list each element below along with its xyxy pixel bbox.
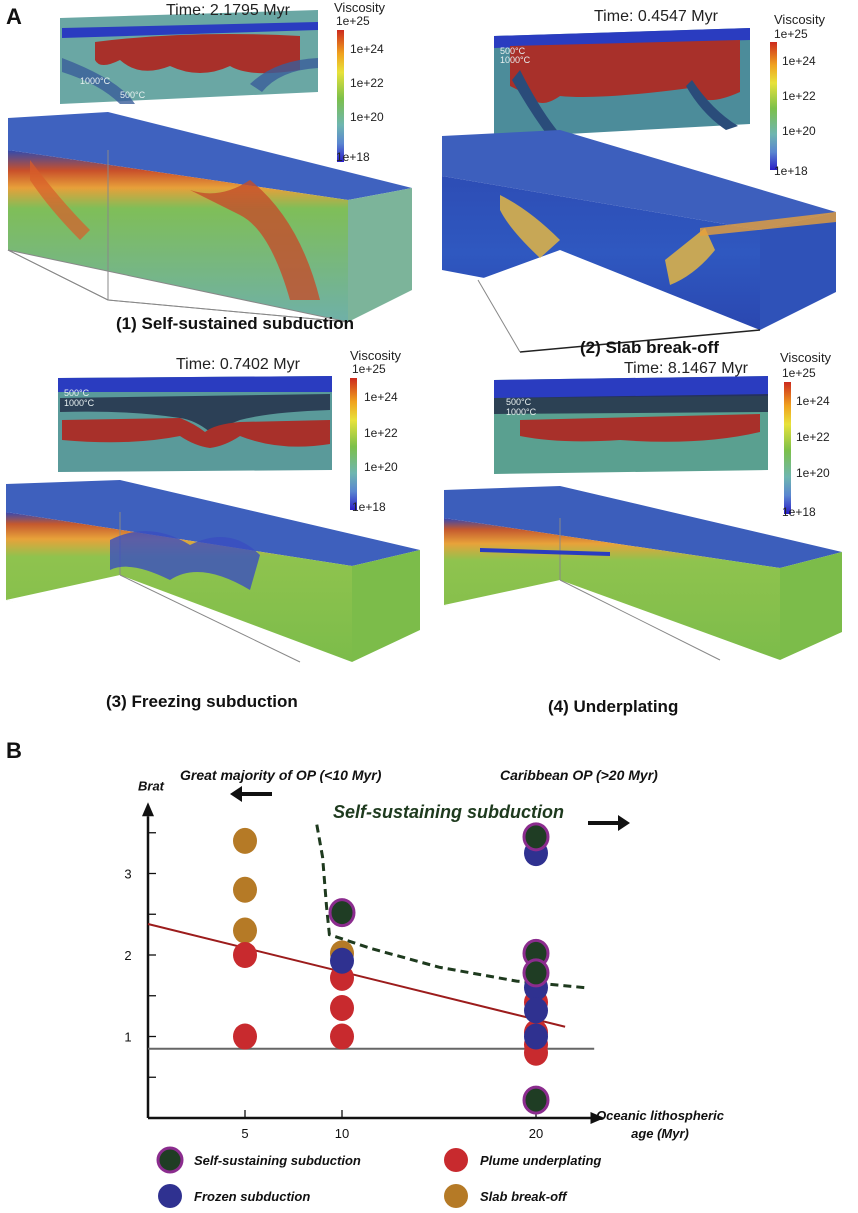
data-point: [522, 822, 550, 852]
viscosity-scale-2: [770, 42, 777, 170]
model-2-caption: (2) Slab break-off: [580, 338, 719, 357]
model-2-section-view: [494, 28, 750, 138]
regime-boundary-line: [315, 824, 585, 990]
data-point: [233, 876, 257, 903]
scale-1-tick-24: 1e+24: [350, 42, 384, 56]
model-2-time: Time: 0.4547 Myr: [594, 8, 718, 25]
scale-4-tick-25: 1e+25: [782, 366, 816, 380]
model-3-caption: (3) Freezing subduction: [106, 692, 298, 711]
data-point: [330, 947, 354, 974]
model-3-isotherm-500: 500°C: [64, 388, 90, 398]
data-point: [233, 827, 257, 854]
data-point: [330, 994, 354, 1021]
right-arrow-icon: [588, 815, 630, 831]
model-1-time: Time: 2.1795 Myr: [166, 2, 290, 19]
scale-3-tick-18: 1e+18: [352, 500, 386, 514]
trend-line: [147, 923, 566, 1028]
x-tick-label: 5: [241, 1126, 248, 1141]
caribbean-note: Caribbean OP (>20 Myr): [500, 767, 658, 783]
model-1-caption: (1) Self-sustained subduction: [116, 314, 355, 333]
scale-2-tick-20: 1e+20: [782, 124, 816, 138]
viscosity-scale-4: [784, 382, 791, 514]
model-2-block-view: [442, 130, 836, 353]
model-1-isotherm-500: 500°C: [120, 90, 146, 100]
legend-label: Frozen subduction: [194, 1189, 310, 1204]
data-point: [330, 1023, 354, 1050]
model-4-isotherm-1000: 1000°C: [506, 407, 537, 417]
left-arrow-icon: [230, 786, 272, 802]
x-tick-label: 10: [335, 1126, 349, 1141]
y-axis-label: Brat: [138, 778, 165, 793]
great-majority-note: Great majority of OP (<10 Myr): [180, 767, 382, 783]
scale-3-tick-22: 1e+22: [364, 426, 398, 440]
model-1-block-view: [7, 112, 412, 323]
scale-4-tick-24: 1e+24: [796, 394, 830, 408]
legend-label: Slab break-off: [480, 1189, 568, 1204]
model-4-time: Time: 8.1467 Myr: [624, 360, 748, 377]
scale-1-tick-25: 1e+25: [336, 14, 370, 28]
data-point: [522, 958, 550, 988]
self-sustaining-region-label: Self-sustaining subduction: [333, 802, 565, 822]
scale-3-tick-20: 1e+20: [364, 460, 398, 474]
scale-2-title: Viscosity: [774, 12, 826, 27]
data-point: [328, 898, 356, 928]
x-axis-label: Oceanic lithospheric: [596, 1108, 725, 1123]
data-point: [524, 997, 548, 1024]
scale-2-tick-25: 1e+25: [774, 27, 808, 41]
scale-3-title: Viscosity: [350, 348, 402, 363]
data-point: [522, 1085, 550, 1115]
legend-swatch: [444, 1184, 468, 1208]
data-point: [233, 942, 257, 968]
model-2-isotherm-500: 500°C: [500, 46, 526, 56]
panel-a-letter: A: [6, 4, 22, 29]
scale-1-tick-22: 1e+22: [350, 76, 384, 90]
y-tick-label: 2: [124, 948, 131, 963]
model-4-section-view: [494, 376, 768, 474]
panel-b-letter: B: [6, 738, 22, 763]
viscosity-scale-1: [337, 30, 344, 162]
data-point: [233, 1023, 257, 1050]
scale-1-tick-20: 1e+20: [350, 110, 384, 124]
x-axis-label: age (Myr): [631, 1126, 689, 1141]
model-1-isotherm-1000: 1000°C: [80, 76, 111, 86]
legend-swatch: [156, 1146, 184, 1174]
model-3-time: Time: 0.7402 Myr: [176, 356, 300, 373]
y-axis-arrow: [142, 802, 154, 817]
model-2-isotherm-1000: 1000°C: [500, 55, 531, 65]
scale-1-tick-18: 1e+18: [336, 150, 370, 164]
model-3-isotherm-1000: 1000°C: [64, 398, 95, 408]
scale-2-tick-24: 1e+24: [782, 54, 816, 68]
legend-label: Plume underplating: [480, 1153, 601, 1168]
scale-4-tick-22: 1e+22: [796, 430, 830, 444]
legend-swatch: [158, 1184, 182, 1208]
data-point: [524, 1023, 548, 1050]
model-4-block-view: [444, 486, 842, 661]
model-3-section-view: [58, 376, 332, 472]
scale-4-tick-20: 1e+20: [796, 466, 830, 480]
viscosity-scale-3: [350, 378, 357, 510]
model-4-isotherm-500: 500°C: [506, 397, 532, 407]
x-tick-label: 20: [529, 1126, 543, 1141]
model-1-section-view: [60, 10, 318, 104]
scale-4-tick-18: 1e+18: [782, 505, 816, 519]
y-tick-label: 3: [124, 867, 131, 882]
scale-1-title: Viscosity: [334, 0, 386, 15]
model-3-block-view: [6, 480, 420, 663]
data-point: [233, 917, 257, 944]
scale-4-title: Viscosity: [780, 350, 832, 365]
scale-3-tick-25: 1e+25: [352, 362, 386, 376]
legend-swatch: [444, 1148, 468, 1172]
model-4-caption: (4) Underplating: [548, 697, 679, 716]
x-axis-arrow: [590, 1112, 605, 1124]
y-tick-label: 1: [124, 1030, 131, 1045]
scale-3-tick-24: 1e+24: [364, 390, 398, 404]
scale-2-tick-22: 1e+22: [782, 89, 816, 103]
legend-label: Self-sustaining subduction: [194, 1153, 361, 1168]
scale-2-tick-18: 1e+18: [774, 164, 808, 178]
